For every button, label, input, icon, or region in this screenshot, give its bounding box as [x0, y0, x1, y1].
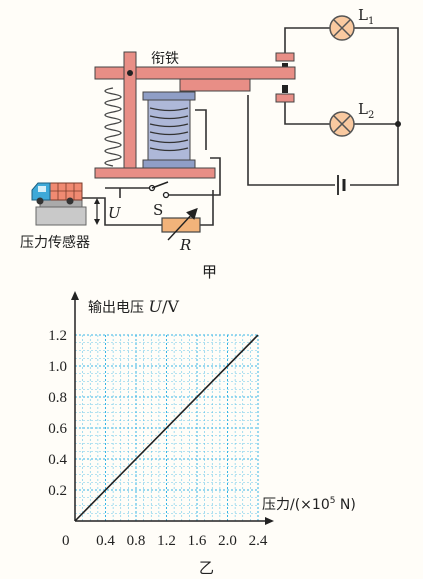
junction-dot: [395, 121, 401, 127]
lamp-l2: [329, 111, 355, 137]
variable-resistor: [161, 207, 201, 241]
voltage-label: U: [108, 204, 122, 222]
x-axis-arrow: [265, 517, 274, 525]
voltage-indicator: [94, 198, 100, 225]
y-axis-label: 输出电压 U/V: [88, 297, 179, 316]
lamp-l1: [329, 15, 355, 41]
relay-circuit-diagram: L1 L2 衔铁: [20, 6, 401, 281]
x-tick-label: 0.4: [96, 533, 115, 549]
armature: [94, 66, 296, 92]
y-tick-label: 0.4: [48, 452, 67, 468]
switch-label: S: [153, 201, 163, 219]
x-tick-label: 2.0: [218, 533, 237, 549]
y-tick-label: 1.2: [48, 328, 67, 344]
origin-label: 0: [62, 533, 70, 549]
voltage-force-chart: 0.4 0.8 1.2 1.6 2.0 2.4 0.2 0.4 0.6 0.8 1.0 1.2 输出…: [48, 291, 356, 577]
pivot-post: [123, 51, 137, 171]
resistor-label: R: [179, 236, 191, 254]
chart-caption: 乙: [199, 559, 214, 577]
chart-axes: [71, 291, 274, 525]
truck-icon: [31, 182, 83, 205]
y-tick-label: 0.6: [48, 421, 67, 437]
x-tick-label: 2.4: [249, 533, 268, 549]
x-axis-label: 压力/(×105 N): [262, 496, 356, 513]
sensor-label: 压力传感器: [20, 234, 90, 251]
chart-grid: [75, 334, 259, 521]
lamp1-label: L1: [358, 6, 374, 27]
relay-base: [94, 167, 216, 179]
battery: [336, 175, 350, 195]
pressure-sensor: [35, 199, 87, 226]
chart-series: [74, 334, 259, 522]
spring: [104, 87, 122, 167]
x-tick-label: 1.6: [188, 533, 207, 549]
y-axis-ticks: 0.2 0.4 0.6 0.8 1.0 1.2: [48, 328, 67, 499]
x-tick-label: 0.8: [127, 533, 146, 549]
switch-s: [148, 181, 170, 199]
diagram-caption: 甲: [202, 263, 217, 281]
lamp2-label: L2: [358, 100, 374, 121]
electromagnet: [142, 91, 196, 169]
x-axis-ticks: 0.4 0.8 1.2 1.6 2.0 2.4: [96, 533, 268, 549]
y-axis-arrow: [71, 291, 79, 300]
y-tick-label: 1.0: [48, 359, 67, 375]
x-tick-label: 1.2: [157, 533, 176, 549]
y-tick-label: 0.8: [48, 390, 67, 406]
voltage-force-line: [74, 334, 259, 522]
armature-label: 衔铁: [151, 51, 179, 67]
y-tick-label: 0.2: [48, 483, 67, 499]
